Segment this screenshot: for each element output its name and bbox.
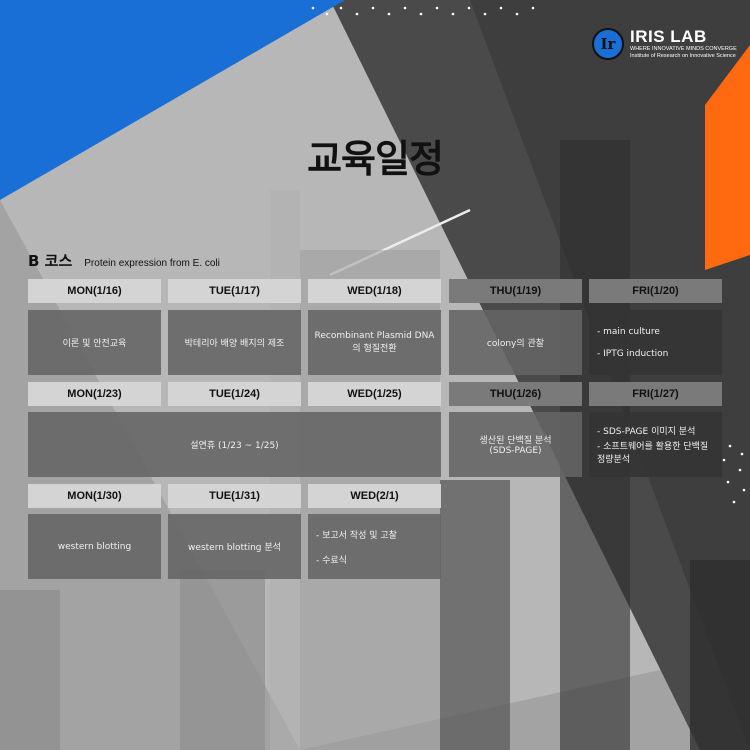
logo-institute: Institute of Research on Innovative Scie… (630, 53, 736, 59)
day-header-tue-1-17: TUE(1/17) (168, 279, 301, 303)
logo-name: IRIS LAB (630, 27, 707, 46)
course-name: B 코스 (28, 252, 73, 270)
day-header-mon-1-16: MON(1/16) (28, 279, 161, 303)
schedule-cell-thu-1-19: colony의 관찰 (449, 310, 582, 375)
list-item: - 소프트웨어를 활용한 단백질 정량분석 (597, 442, 709, 465)
day-header-fri-1-20: FRI(1/20) (589, 279, 722, 303)
course-description: Protein expression from E. coli (84, 258, 220, 269)
schedule-cell-thu-1-26: 생산된 단백질 분석 (SDS-PAGE) (449, 412, 582, 477)
schedule-cell-fri-1-27: - SDS-PAGE 이미지 분석 - 소프트웨어를 활용한 단백질 정량분석 (589, 412, 722, 477)
day-header-mon-1-23: MON(1/23) (28, 382, 161, 406)
day-header-fri-1-27: FRI(1/27) (589, 382, 722, 406)
list-item: - SDS-PAGE 이미지 분석 (597, 427, 696, 437)
schedule-cell-mon-1-30: western blotting (28, 514, 161, 579)
holiday-cell: 설연휴 (1/23 ~ 1/25) (28, 412, 441, 477)
day-header-wed-1-18: WED(1/18) (308, 279, 441, 303)
dots-decoration-top (311, 6, 535, 16)
dots-decoration-right (722, 444, 746, 504)
schedule-cell-wed-1-18: Recombinant Plasmid DNA의 형질전환 (308, 310, 441, 375)
schedule-cell-tue-1-31: western blotting 분석 (168, 514, 301, 579)
schedule-cell-tue-1-17: 박테리아 배양 배지의 제조 (168, 310, 301, 375)
list-item: - main culture (597, 326, 660, 337)
logo-tagline: WHERE INNOVATIVE MINDS CONVERGE (630, 46, 737, 52)
schedule-cell-mon-1-16: 이론 및 안전교육 (28, 310, 161, 375)
day-header-tue-1-31: TUE(1/31) (168, 484, 301, 508)
day-header-thu-1-26: THU(1/26) (449, 382, 582, 406)
schedule-cell-fri-1-20: - main culture - IPTG induction (589, 310, 722, 375)
list-item: - IPTG induction (597, 348, 669, 359)
logo-badge: Ir (592, 28, 624, 60)
day-header-thu-1-19: THU(1/19) (449, 279, 582, 303)
list-item: - 수료식 (316, 555, 347, 566)
list-item: - 보고서 작성 및 고찰 (316, 530, 397, 541)
day-header-wed-2-1: WED(2/1) (308, 484, 441, 508)
day-header-tue-1-24: TUE(1/24) (168, 382, 301, 406)
schedule-cell-wed-2-1: - 보고서 작성 및 고찰 - 수료식 (308, 514, 441, 579)
page-title: 교육일정 (307, 137, 444, 181)
day-header-mon-1-30: MON(1/30) (28, 484, 161, 508)
iris-lab-logo: Ir IRIS LAB WHERE INNOVATIVE MINDS CONVE… (592, 28, 737, 60)
day-header-wed-1-25: WED(1/25) (308, 382, 441, 406)
course-heading: B 코스 Protein expression from E. coli (28, 250, 220, 271)
